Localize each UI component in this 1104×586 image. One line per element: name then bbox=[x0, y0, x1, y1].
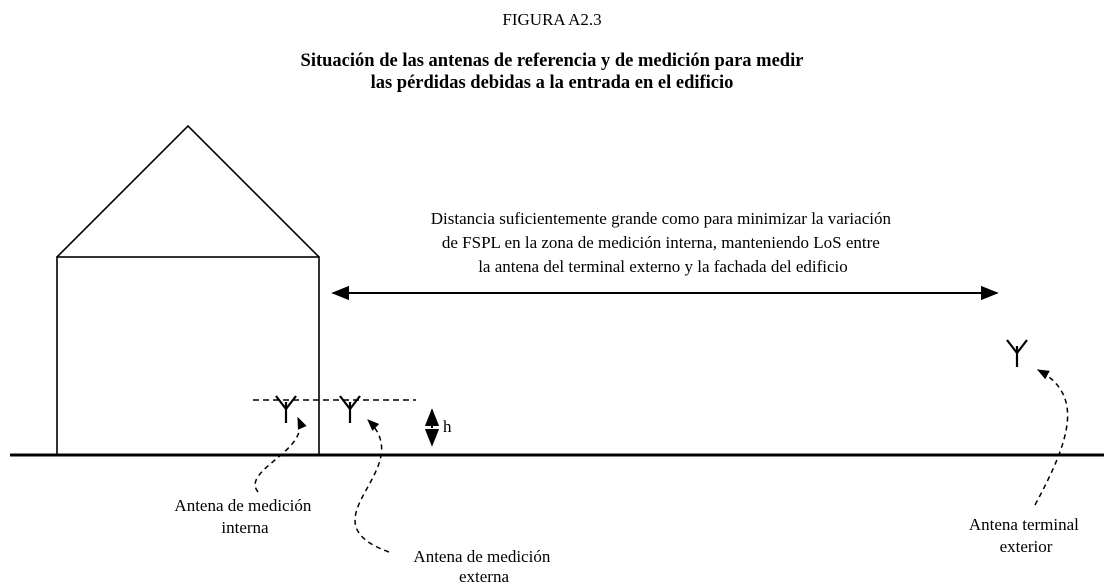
building-wall bbox=[56, 256, 320, 456]
distance-note: Distancia suficientemente grande como pa… bbox=[431, 209, 895, 276]
terminal-antenna-icon bbox=[1006, 339, 1028, 367]
internal-antenna-label: Antena de medición interna bbox=[174, 496, 315, 537]
internal-antenna-leader bbox=[254, 416, 307, 493]
internal-antenna-icon bbox=[275, 395, 297, 423]
building-roof bbox=[56, 124, 320, 258]
building bbox=[56, 124, 320, 456]
distance-note-line-3: la antena del terminal externo y la fach… bbox=[478, 257, 848, 276]
distance-note-line-2: de FSPL en la zona de medición interna, … bbox=[442, 233, 880, 252]
height-label: h bbox=[443, 417, 452, 436]
figure-title: Situación de las antenas de referencia y… bbox=[0, 50, 1104, 94]
distance-note-line-1: Distancia suficientemente grande como pa… bbox=[431, 209, 892, 228]
external-antenna-leader bbox=[354, 419, 390, 553]
figure-title-line-2: las pérdidas debidas a la entrada en el … bbox=[370, 73, 734, 93]
figure-title-line-1: Situación de las antenas de referencia y… bbox=[300, 51, 804, 71]
terminal-antenna-label: Antena terminal exterior bbox=[969, 515, 1083, 556]
external-antenna-icon bbox=[339, 395, 361, 423]
terminal-antenna-leader bbox=[1034, 369, 1069, 506]
external-antenna-label: Antena de medición externa bbox=[413, 547, 554, 586]
figure-number: FIGURA A2.3 bbox=[502, 10, 602, 29]
